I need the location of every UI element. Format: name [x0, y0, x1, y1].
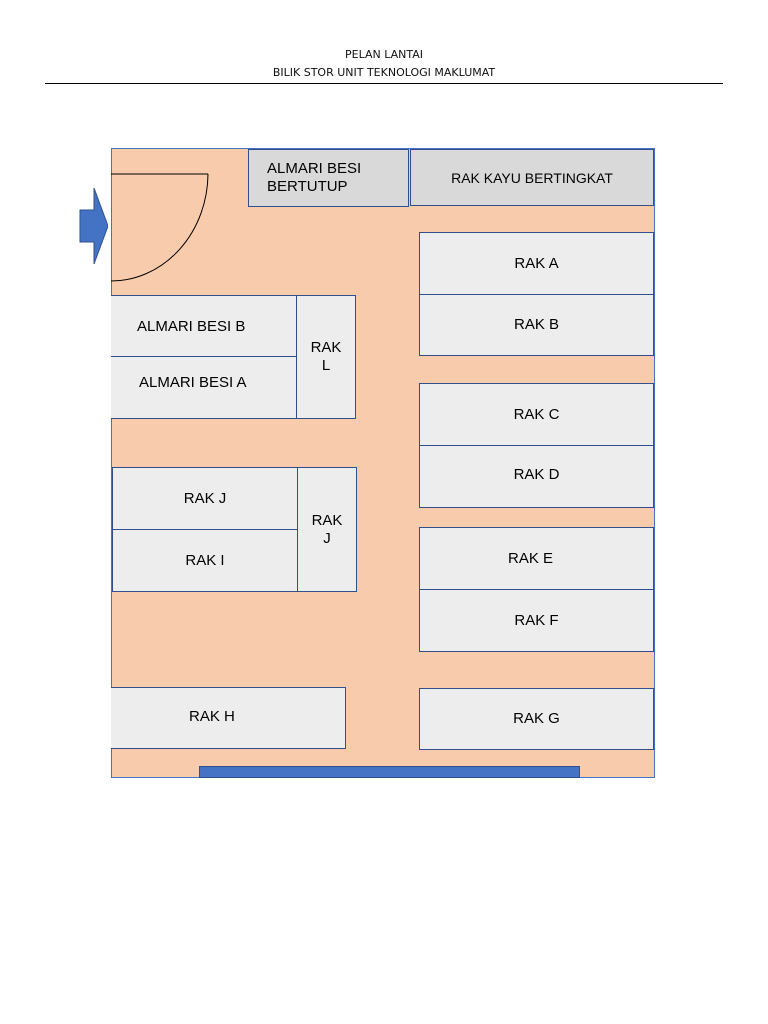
rack-d: RAK D [419, 445, 654, 508]
door-swing-icon [110, 173, 209, 282]
rack-j-label: RAK J [183, 489, 227, 507]
rack-i: RAK I [112, 529, 298, 592]
rack-j: RAK J [112, 467, 298, 530]
rack-a-label: RAK A [514, 254, 559, 272]
page-subtitle: BILIK STOR UNIT TEKNOLOGI MAKLUMAT [272, 66, 496, 79]
cabinet-b-label: ALMARI BESI B [137, 318, 246, 335]
rack-f-label: RAK F [514, 611, 559, 629]
rack-c-label: RAK C [513, 405, 560, 423]
rack-h: RAK H [111, 687, 346, 749]
page-title: PELAN LANTAI [345, 48, 423, 61]
wooden-tiered-rack-label: RAK KAYU BERTINGKAT [451, 169, 613, 186]
rack-d-label: RAK D [513, 466, 560, 483]
header-divider [45, 83, 723, 84]
rack-h-label: RAK H [189, 708, 235, 725]
rack-a: RAK A [419, 232, 654, 295]
rack-j-side-label: RAK J [311, 512, 343, 547]
wooden-tiered-rack: RAK KAYU BERTINGKAT [410, 149, 654, 206]
rack-g: RAK G [419, 688, 654, 750]
window-bar [199, 766, 580, 778]
rack-g-label: RAK G [513, 710, 560, 727]
rack-b: RAK B [419, 294, 654, 356]
rack-l-label: RAK L [310, 339, 342, 374]
rack-e: RAK E [419, 527, 654, 590]
rack-e-label: RAK E [508, 549, 554, 567]
cabinet-a: ALMARI BESI A [111, 356, 297, 419]
rack-i-label: RAK I [185, 551, 225, 569]
cabinet-b: ALMARI BESI B [111, 295, 297, 357]
rack-j-side: RAK J [297, 467, 357, 592]
cabinet-closed-steel-label: ALMARI BESI BERTUTUP [267, 160, 362, 195]
rack-c: RAK C [419, 383, 654, 446]
rack-l: RAK L [296, 295, 356, 419]
cabinet-a-label: ALMARI BESI A [139, 374, 247, 391]
rack-b-label: RAK B [513, 316, 559, 333]
cabinet-closed-steel: ALMARI BESI BERTUTUP [248, 149, 409, 207]
arrow-right-icon [79, 188, 108, 265]
rack-f: RAK F [419, 589, 654, 652]
